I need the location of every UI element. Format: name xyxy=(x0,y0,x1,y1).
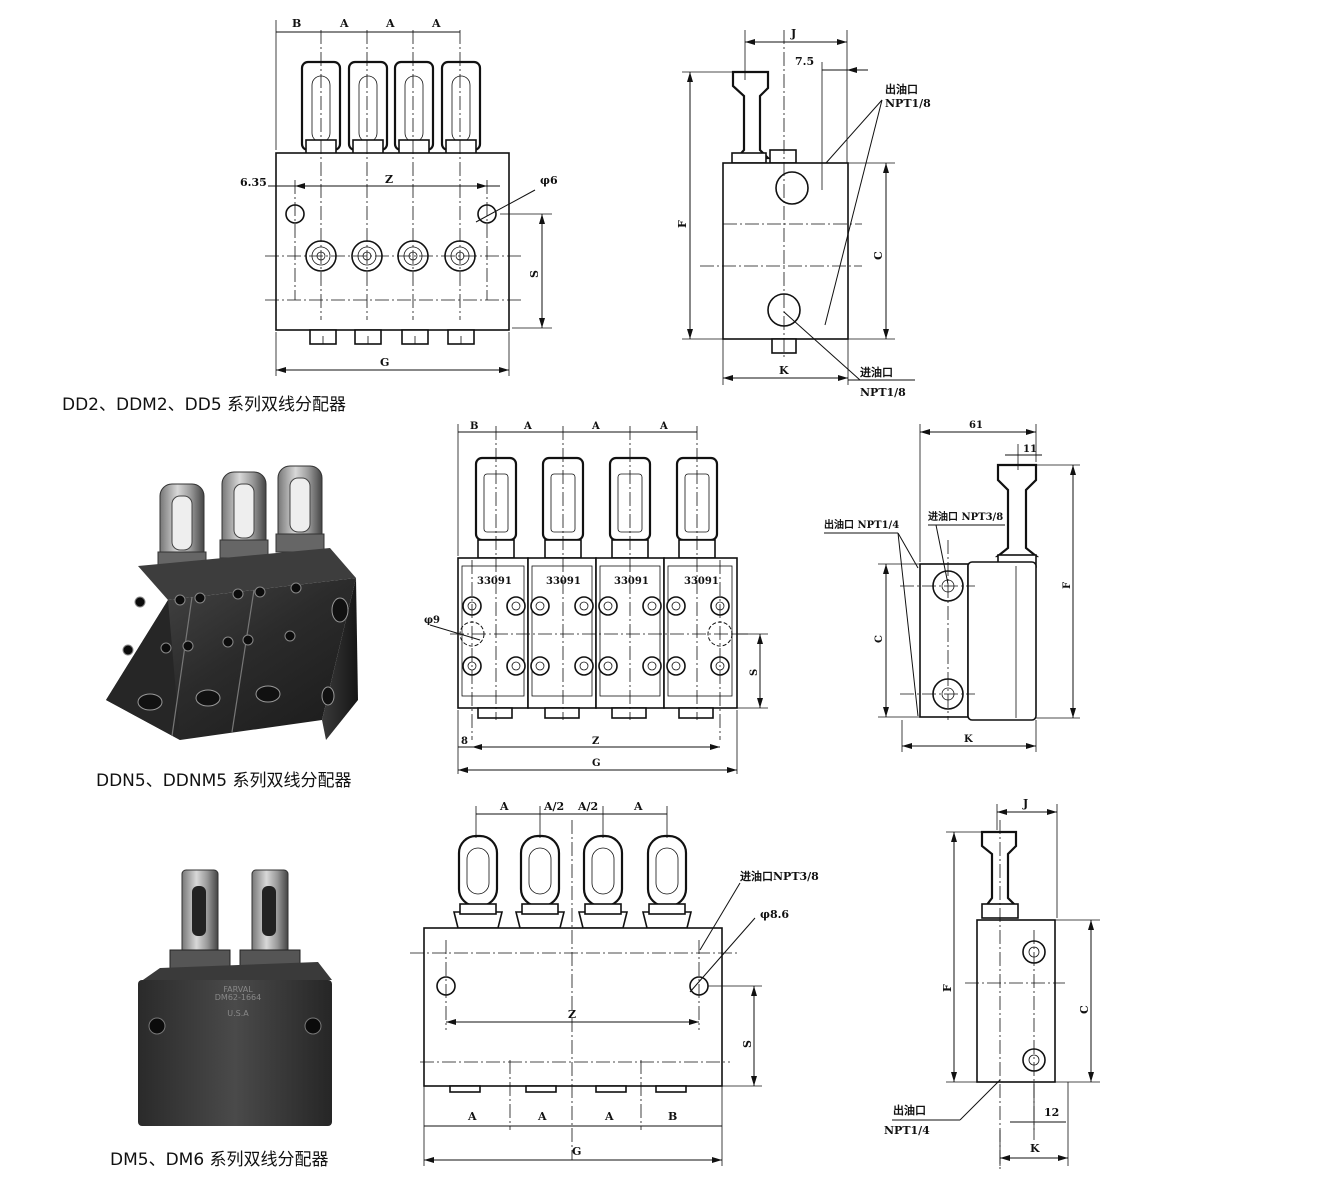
fig2-side-dim-k: K xyxy=(964,734,973,745)
fig1-dim-b: B xyxy=(292,17,301,30)
fig3-dim-g: G xyxy=(572,1145,581,1158)
fig3-side-dim-12: 12 xyxy=(1044,1106,1059,1119)
fig3-side-dim-j: J xyxy=(1022,797,1028,810)
fig1-side-dim-75: 7.5 xyxy=(795,55,814,68)
fig1-dim-phi6: φ6 xyxy=(540,174,558,187)
fig3-side-view: J F C 出油口 NPT1/4 12 K xyxy=(884,797,1100,1170)
fig2-dim-g: G xyxy=(592,758,601,769)
fig1-side-dim-j: J xyxy=(790,27,796,40)
ddn5-photo-tube-1 xyxy=(157,483,207,571)
fig3-side-outlet-thread: NPT1/4 xyxy=(884,1124,930,1137)
ddn5-photo-tube-2 xyxy=(219,471,269,559)
fig2-side-inlet: 进油口 NPT3/8 xyxy=(928,510,1003,523)
fig3-indicator-4 xyxy=(641,834,693,929)
dm-photo-origin: U.S.A xyxy=(227,1009,249,1018)
fig3-dim-bottom-a1: A xyxy=(467,1110,477,1123)
fig1-dim-s: S xyxy=(528,270,541,278)
fig2-side-dim-61: 61 xyxy=(969,420,983,431)
fig1-side-dim-k: K xyxy=(779,364,789,377)
fig2-dim-8: 8 xyxy=(461,736,468,747)
fig3-front-view: A A/2 A/2 A 进油口NPT3/8 φ8.6 Z S A A A B G xyxy=(410,800,819,1166)
caption-ddn5-series: DDN5、DDNM5 系列双线分配器 xyxy=(96,771,352,791)
fig3-dim-bottom-a2: A xyxy=(537,1110,547,1123)
fig1-dim-z: Z xyxy=(385,173,393,186)
fig1-side-dim-f: F xyxy=(676,220,689,228)
dm-photo-brand: FARVAL xyxy=(223,985,253,994)
fig3-dim-z: Z xyxy=(568,1008,576,1021)
fig2-side-dim-c: C xyxy=(874,635,885,643)
fig1-side-dim-c: C xyxy=(872,251,885,260)
fig3-dim-bottom-a3: A xyxy=(604,1110,614,1123)
fig2-dim-b: B xyxy=(470,421,478,432)
fig3-dim-a-left: A xyxy=(499,800,509,813)
caption-dm5-series: DM5、DM6 系列双线分配器 xyxy=(110,1150,329,1170)
fig1-dim-635: 6.35 xyxy=(240,176,267,189)
fig3-block-body xyxy=(423,927,723,1087)
fig1-side-outlet: 出油口 xyxy=(885,82,918,96)
fig3-dim-phi86: φ8.6 xyxy=(760,908,789,921)
fig2-side-dim-f: F xyxy=(1062,582,1073,589)
fig2-part-no-4: 33091 xyxy=(684,576,719,587)
fig2-front-view: 33091 33091 33091 33091 xyxy=(424,421,768,774)
fig2-dim-z: Z xyxy=(592,736,599,747)
ddn5-photo xyxy=(106,465,358,740)
dm-photo-model: DM62-1664 xyxy=(215,993,262,1002)
fig1-dim-a3: A xyxy=(431,17,441,30)
fig3-side-outlet: 出油口 xyxy=(893,1103,926,1117)
caption-dd2-series: DD2、DDM2、DD5 系列双线分配器 xyxy=(62,395,347,415)
fig3-inlet: 进油口NPT3/8 xyxy=(740,869,819,883)
fig2-dim-a1: A xyxy=(523,421,532,432)
fig1-dim-a2: A xyxy=(385,17,395,30)
fig1-indicator-3 xyxy=(393,60,435,157)
fig3-dim-bottom-b: B xyxy=(668,1110,677,1123)
fig3-side-dim-k: K xyxy=(1030,1142,1040,1155)
fig3-dim-s: S xyxy=(741,1040,754,1048)
fig2-side-dim-11: 11 xyxy=(1023,444,1037,455)
fig2-ports xyxy=(462,596,730,676)
fig2-side-outlet: 出油口 NPT1/4 xyxy=(824,518,899,531)
fig1-side-outlet-thread: NPT1/8 xyxy=(885,97,931,110)
fig2-dim-a2: A xyxy=(591,421,600,432)
fig3-indicator-3 xyxy=(577,834,629,929)
fig3-side-dim-c: C xyxy=(1078,1005,1091,1014)
fig2-dim-a3: A xyxy=(659,421,668,432)
ddn5-photo-bolts xyxy=(122,582,302,656)
fig3-indicator-2 xyxy=(514,834,566,929)
fig1-indicator-4 xyxy=(440,60,482,157)
ddn5-photo-tube-3 xyxy=(275,465,325,553)
fig1-indicator-2 xyxy=(347,60,389,157)
fig1-dim-g: G xyxy=(380,356,389,369)
fig2-dim-s: S xyxy=(749,669,760,676)
fig2-part-no-1: 33091 xyxy=(477,576,512,587)
dm-photo: FARVAL DM62-1664 U.S.A xyxy=(138,869,332,1126)
fig2-side-view: 61 11 出油口 NPT1/4 进油口 NPT3/8 C F K xyxy=(824,420,1080,752)
fig1-side-inlet-thread: NPT1/8 xyxy=(860,386,906,399)
fig3-indicator-1 xyxy=(452,834,504,929)
fig3-dim-a2-right: A/2 xyxy=(577,800,598,813)
fig2-part-no-3: 33091 xyxy=(614,576,649,587)
fig3-side-dim-f: F xyxy=(941,984,954,992)
fig1-side-inlet: 进油口 xyxy=(860,365,893,379)
fig3-dim-a-right: A xyxy=(633,800,643,813)
fig1-dim-a1: A xyxy=(339,17,349,30)
fig2-dim-phi9: φ9 xyxy=(424,615,440,626)
fig1-front-view: B A A A 6.35 Z φ6 S G xyxy=(240,17,558,376)
fig3-dim-a2-left: A/2 xyxy=(543,800,564,813)
fig1-side-view: J 7.5 出油口 NPT1/8 F C K 进油口 NPT1/8 xyxy=(676,27,931,399)
